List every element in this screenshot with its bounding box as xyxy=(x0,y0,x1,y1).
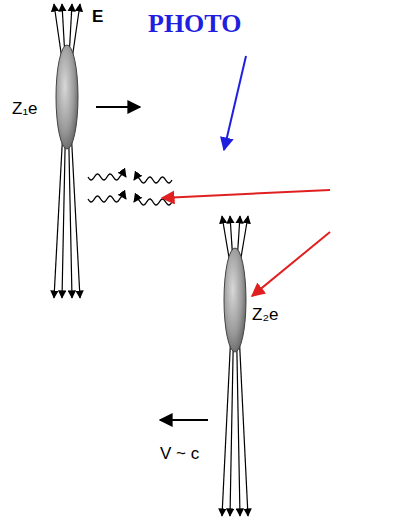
field-line xyxy=(237,330,241,516)
field-line xyxy=(62,127,66,298)
charge-label: Z₂e xyxy=(252,306,278,325)
photon xyxy=(134,177,172,183)
callout-arrow xyxy=(162,190,330,198)
field-label: E xyxy=(92,8,103,27)
field-line xyxy=(54,127,63,298)
photon xyxy=(134,199,172,205)
photon-label: PHOTO xyxy=(148,10,241,39)
field-line xyxy=(71,127,80,298)
velocity-arrow xyxy=(160,419,208,421)
charge-label: Z₁e xyxy=(12,100,38,119)
velocity-label: V ~ c xyxy=(160,445,199,464)
nucleus xyxy=(56,45,78,149)
callout-arrow xyxy=(224,56,246,150)
field-line xyxy=(222,330,231,516)
photon xyxy=(88,174,126,180)
velocity-arrow xyxy=(96,106,140,108)
photon xyxy=(88,196,126,202)
field-line xyxy=(239,330,248,516)
field-line xyxy=(230,330,234,516)
callout-arrow xyxy=(252,232,330,296)
field-line xyxy=(69,127,73,298)
nucleus xyxy=(224,248,246,352)
